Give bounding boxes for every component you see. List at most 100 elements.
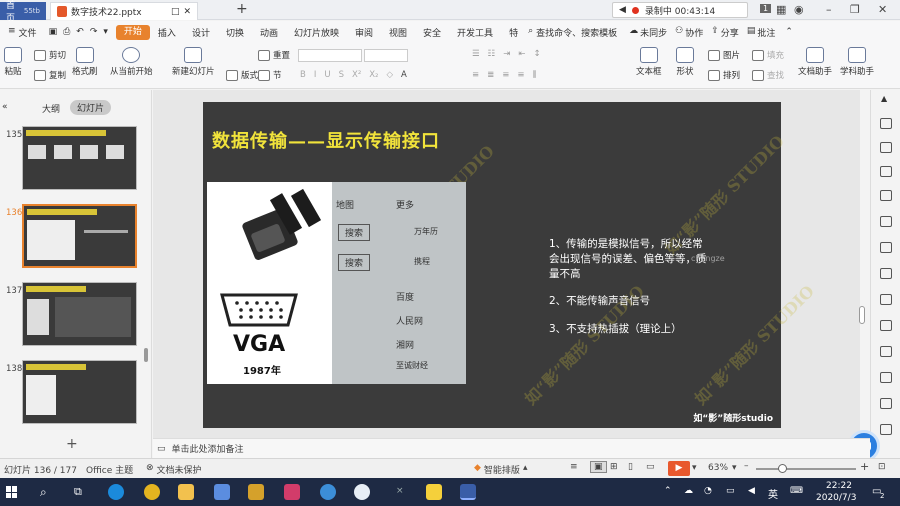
image-icon[interactable] bbox=[880, 372, 892, 383]
menu-view[interactable]: 视图 bbox=[389, 28, 408, 39]
zoom-out-icon[interactable]: – bbox=[744, 461, 749, 471]
tray-icon[interactable]: ◔ bbox=[704, 486, 712, 496]
table-style-icon[interactable] bbox=[880, 216, 892, 227]
layout-button[interactable]: 版式 bbox=[226, 69, 258, 81]
tab-slides[interactable]: 幻灯片 bbox=[70, 100, 112, 115]
cut-button[interactable]: 剪切 bbox=[34, 49, 66, 61]
zoom-slider-thumb[interactable] bbox=[778, 464, 787, 473]
search-taskbar-icon[interactable]: ⌕ bbox=[40, 485, 47, 499]
new-slide-button[interactable]: 新建幻灯片 bbox=[172, 47, 215, 77]
more-icon[interactable]: ▾ bbox=[103, 27, 108, 37]
clock-time[interactable]: 22:22 bbox=[826, 481, 852, 491]
notes-app-icon[interactable] bbox=[426, 484, 442, 500]
shape-button[interactable]: 形状 bbox=[676, 47, 694, 77]
menu-home[interactable]: 开始 bbox=[115, 24, 150, 40]
folder-icon[interactable] bbox=[178, 484, 194, 500]
sorter-view-icon[interactable]: ⊞ bbox=[610, 462, 618, 472]
search-command[interactable]: ⌕ 查找命令、搜索模板 bbox=[528, 26, 617, 39]
menu-review[interactable]: 审阅 bbox=[355, 28, 374, 39]
font-size-select[interactable] bbox=[364, 49, 408, 62]
menu-slideshow[interactable]: 幻灯片放映 bbox=[293, 28, 339, 39]
zoom-slider[interactable] bbox=[756, 464, 856, 473]
minimize-icon[interactable]: – bbox=[826, 3, 832, 16]
keyboard-icon[interactable]: ⌨ bbox=[790, 486, 803, 496]
slide-thumbnail[interactable] bbox=[22, 360, 137, 424]
doc-helper-button[interactable]: 文档助手 bbox=[798, 47, 832, 77]
slide-thumbnail-selected[interactable] bbox=[22, 204, 137, 268]
file-menu[interactable]: ≡文件 bbox=[0, 26, 45, 39]
share-button[interactable]: ⇪ 分享 bbox=[711, 26, 739, 39]
current-slide[interactable]: 如“影”随形 STUDIO 如“影”随形 STUDIO 如“影”随形 STUDI… bbox=[203, 102, 818, 428]
ribbon-collapse-icon[interactable]: ⌃ bbox=[785, 27, 793, 37]
reading-view-icon[interactable]: ▯ bbox=[628, 462, 633, 472]
sidebar-up-icon[interactable]: ▲ bbox=[881, 94, 888, 103]
music-app-icon[interactable] bbox=[284, 484, 300, 500]
reset-button[interactable]: 重置 bbox=[258, 49, 290, 61]
menu-animation[interactable]: 动画 bbox=[259, 28, 278, 39]
input-language[interactable]: 英 bbox=[768, 490, 778, 501]
fit-window-icon[interactable]: ⊡ bbox=[878, 462, 886, 472]
bird-app-icon[interactable] bbox=[320, 484, 336, 500]
chart-style-icon[interactable] bbox=[880, 242, 892, 253]
app-placeholder-icon[interactable]: × bbox=[396, 486, 404, 496]
tab-menu-icon[interactable]: □ bbox=[170, 6, 180, 17]
adjust-icon[interactable] bbox=[880, 268, 892, 279]
redo-icon[interactable]: ↷ bbox=[89, 27, 98, 37]
grid-icon[interactable]: ▦ bbox=[776, 3, 787, 16]
play-options-icon[interactable]: ▾ bbox=[692, 463, 697, 473]
tab-outline[interactable]: 大纲 bbox=[42, 105, 61, 115]
notification-icon[interactable]: ▭ bbox=[872, 486, 882, 497]
copy-button[interactable]: 复制 bbox=[34, 69, 66, 81]
clock-date[interactable]: 2020/7/3 bbox=[816, 493, 857, 503]
home-tab[interactable]: 首页 55tb bbox=[0, 1, 46, 24]
shape-style-icon[interactable] bbox=[880, 166, 892, 177]
from-current-button[interactable]: 从当前开始 bbox=[110, 47, 153, 77]
collab-button[interactable]: ⚇ 协作 bbox=[675, 26, 703, 39]
section-button[interactable]: 节 bbox=[258, 69, 282, 81]
menu-special[interactable]: 特 bbox=[509, 28, 519, 39]
menu-insert[interactable]: 插入 bbox=[157, 28, 176, 39]
document-tab[interactable]: 数字技术22.pptx □ ✕ bbox=[50, 2, 198, 20]
audio-icon[interactable] bbox=[880, 398, 892, 409]
zoom-level[interactable]: 63% bbox=[708, 463, 729, 473]
pin-icon[interactable] bbox=[880, 118, 892, 129]
layers-icon[interactable] bbox=[880, 424, 892, 435]
panel-collapse-icon[interactable]: « bbox=[2, 102, 8, 112]
network-icon[interactable]: ▭ bbox=[726, 486, 735, 496]
align-tools[interactable]: ≡≣≡≡⫼ bbox=[472, 70, 536, 80]
presentation-icon[interactable] bbox=[880, 346, 892, 357]
textbox-button[interactable]: 文本框 bbox=[636, 47, 662, 77]
zoom-dropdown-icon[interactable]: ▾ bbox=[732, 463, 737, 473]
menu-design[interactable]: 设计 bbox=[191, 28, 210, 39]
print-icon[interactable]: ⎙ bbox=[63, 27, 71, 37]
wps-app-icon[interactable] bbox=[460, 484, 476, 500]
copy-style-icon[interactable] bbox=[880, 142, 892, 153]
subject-helper-button[interactable]: 学科助手 bbox=[840, 47, 874, 77]
play-slideshow-button[interactable]: ▶ bbox=[668, 461, 690, 476]
template-icon[interactable] bbox=[880, 294, 892, 305]
presenter-icon[interactable]: ▭ bbox=[646, 462, 655, 472]
slide-thumbnail[interactable] bbox=[22, 126, 137, 190]
slide-thumbnail[interactable] bbox=[22, 282, 137, 346]
browser-app-icon[interactable] bbox=[354, 484, 370, 500]
arrange-button[interactable]: 排列 bbox=[708, 69, 740, 81]
new-tab-icon[interactable]: + bbox=[236, 1, 248, 17]
canvas-scrollbar[interactable] bbox=[859, 306, 865, 324]
font-name-select[interactable] bbox=[298, 49, 362, 62]
user-icon[interactable]: ◉ bbox=[794, 3, 804, 16]
menu-developer[interactable]: 开发工具 bbox=[457, 28, 494, 39]
normal-view-icon[interactable]: ▣ bbox=[590, 461, 607, 473]
tab-close-icon[interactable]: ✕ bbox=[183, 6, 191, 17]
picture-button[interactable]: 图片 bbox=[708, 49, 740, 61]
recording-indicator[interactable]: ◀ 录制中 00:43:14 bbox=[612, 2, 748, 18]
volume-icon[interactable]: ◀ bbox=[748, 486, 755, 496]
zoom-in-icon[interactable]: + bbox=[860, 460, 870, 473]
maximize-icon[interactable]: ❐ bbox=[850, 3, 860, 16]
menu-transition[interactable]: 切换 bbox=[225, 28, 244, 39]
store-icon[interactable] bbox=[214, 484, 230, 500]
sync-status[interactable]: ☁ 未同步 bbox=[629, 26, 667, 39]
app-icon[interactable] bbox=[248, 484, 264, 500]
paragraph-tools[interactable]: ☰☷⇥⇤↕ bbox=[472, 49, 541, 59]
panel-scrollbar[interactable] bbox=[144, 348, 148, 362]
